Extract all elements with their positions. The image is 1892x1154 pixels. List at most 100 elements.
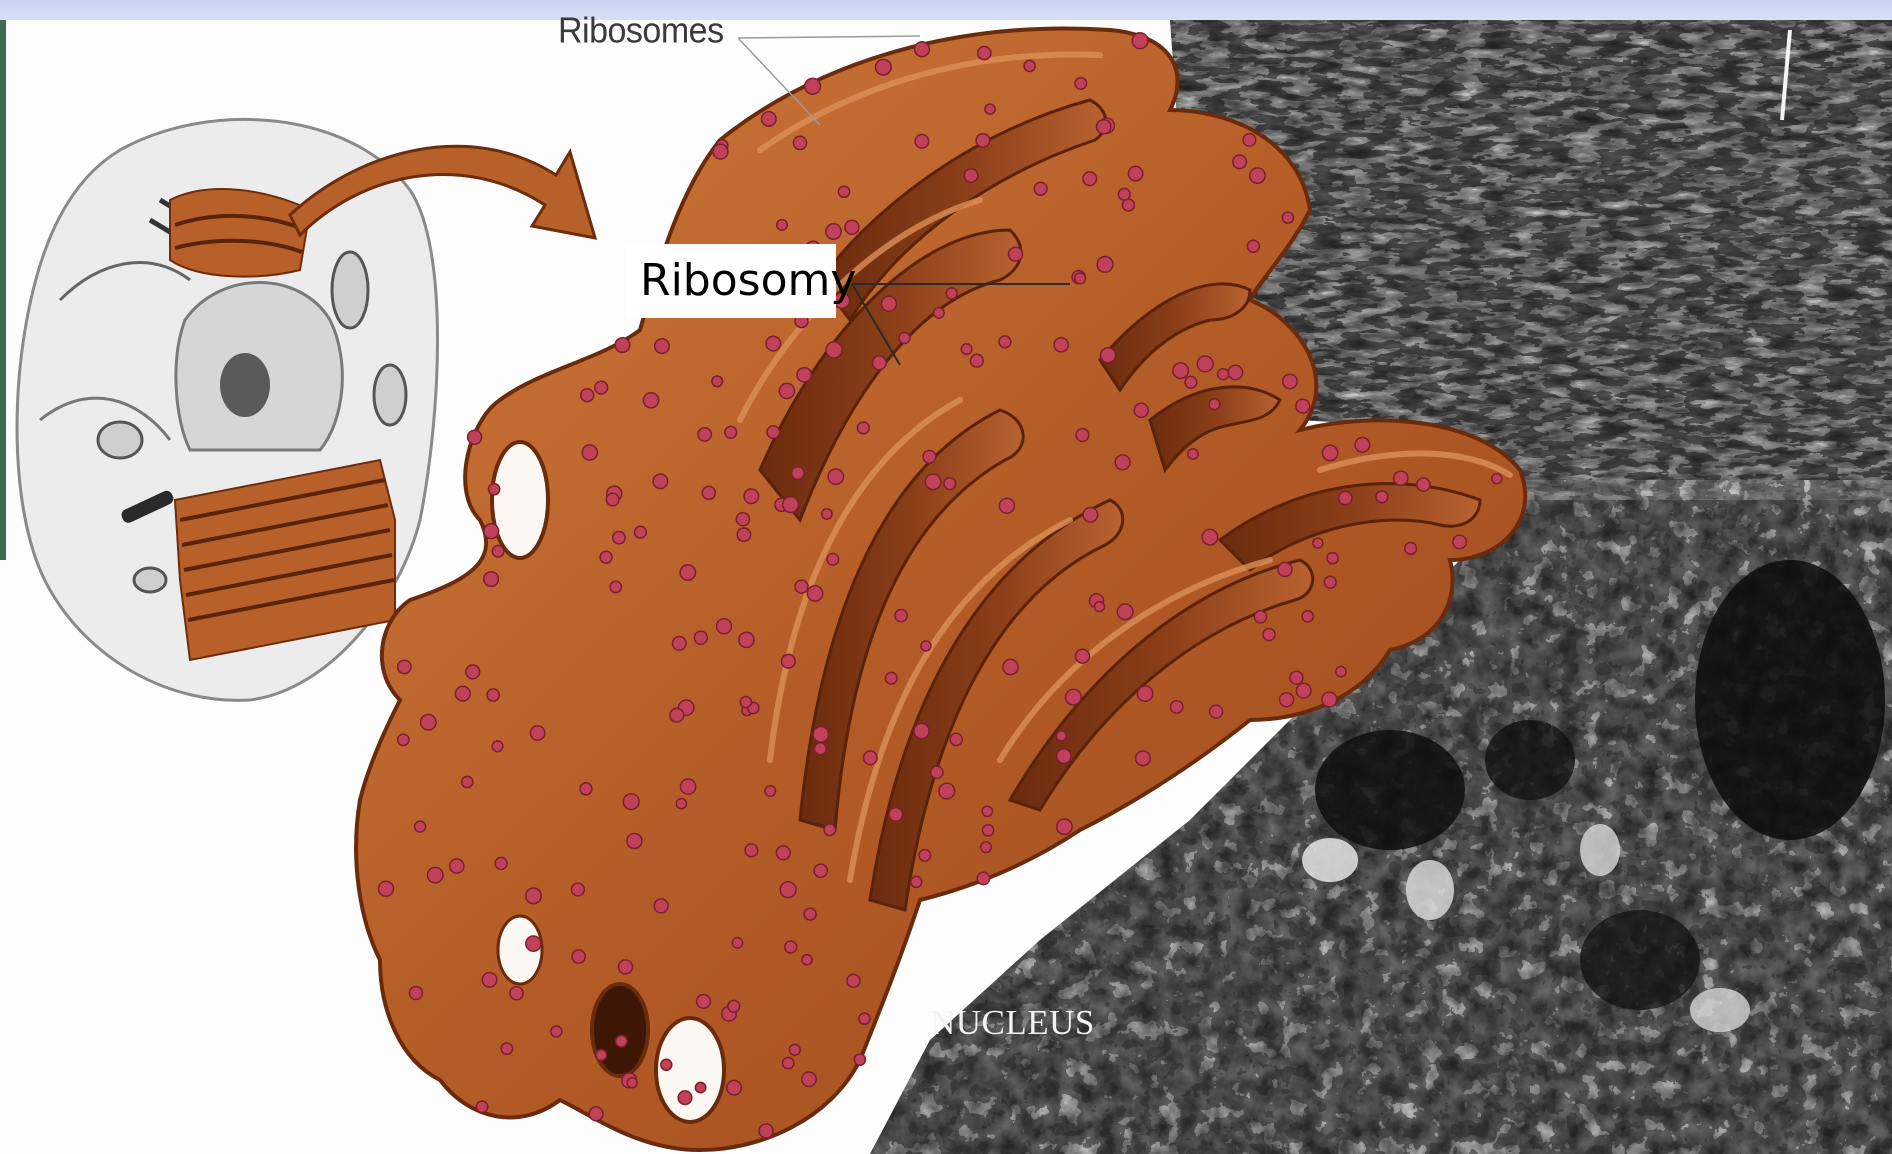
ribosome-dot [421, 715, 437, 731]
ribosome-dot [627, 834, 642, 849]
ribosome-dot [623, 794, 639, 810]
ribosome-dot [1283, 374, 1297, 388]
ribosome-dot [615, 338, 630, 353]
ribosome-dot [1137, 686, 1152, 701]
ribosome-dot [1492, 474, 1502, 484]
ribosome-dot [1188, 449, 1198, 459]
ribosome-dot [697, 995, 711, 1009]
ribosome-dot [681, 779, 696, 794]
ribosome-dot [1355, 438, 1370, 453]
ribosome-dot [780, 882, 796, 898]
ribosome-dot [694, 631, 707, 644]
ribosome-dot [978, 47, 991, 60]
ribosome-dot [807, 586, 822, 601]
ribosome-dot [1024, 60, 1035, 71]
ribosome-dot [695, 1082, 705, 1092]
ribosome-dot [1233, 155, 1247, 169]
ribosome-dot [864, 751, 878, 765]
ribosome-dot [1247, 240, 1259, 252]
ribosome-dot [782, 654, 796, 668]
ribosome-dot [802, 955, 812, 965]
ribosome-dot [1197, 356, 1213, 372]
ribosome-dot [845, 220, 859, 234]
ribosome-dot [921, 641, 931, 651]
ribosome-dot [847, 974, 860, 987]
ribosome-dot [1075, 78, 1087, 90]
ribosome-dot [1066, 689, 1082, 705]
ribosome-dot [610, 581, 621, 592]
ribosome-dot [776, 846, 790, 860]
ribosome-dot [838, 186, 849, 197]
ribosome-dot [1336, 667, 1346, 677]
ribosome-dot [1254, 611, 1266, 623]
ribosome-dot [944, 478, 956, 490]
ribosome-dot [876, 59, 892, 75]
ribosome-dot [1394, 471, 1408, 485]
ribosome-dot [740, 697, 751, 708]
ribosome-dot [492, 741, 503, 752]
ribosome-dot [653, 474, 668, 489]
ribosome-dot [526, 936, 541, 951]
ribosome-dot [783, 1057, 794, 1068]
ribosome-dot [999, 336, 1011, 348]
ribosome-dot [415, 821, 426, 832]
ribosome-dot [970, 354, 983, 367]
ribosome-dot [1210, 705, 1223, 718]
ribosome-dot [680, 565, 695, 580]
ribosome-dot [450, 859, 464, 873]
ribosome-dot [739, 632, 754, 647]
ribosome-dot [1263, 629, 1275, 641]
ribosome-dot [805, 78, 821, 94]
ribosome-dot [859, 1013, 870, 1024]
ribosome-dot [795, 580, 808, 593]
ribosome-dot [379, 881, 394, 896]
ribosome-dot [914, 723, 929, 738]
ribosome-dot [698, 428, 711, 441]
ribosome-dot [398, 734, 409, 745]
ribosome-dot [725, 426, 737, 438]
ribosome-dot [1228, 365, 1242, 379]
ribosome-dot [824, 824, 836, 836]
ribosome-dot [1115, 455, 1130, 470]
ribosome-dot [779, 383, 794, 398]
ribosome-dot [857, 422, 869, 434]
ribosome-dot [596, 1050, 607, 1061]
ribosome-dot [1076, 429, 1089, 442]
ribosome-dot [678, 1091, 692, 1105]
ribosome-dot [961, 344, 972, 355]
ribosome-dot [1076, 649, 1090, 663]
ribosome-dot [923, 450, 936, 463]
ribosome-dot [915, 135, 929, 149]
ribosome-dot [946, 288, 957, 299]
ribosome-dot [462, 776, 473, 787]
ribosome-dot [1290, 671, 1303, 684]
ribosome-dot [466, 665, 480, 679]
ribosome-dot [981, 842, 992, 853]
ribosome-dot [713, 144, 728, 159]
ribosome-dot [676, 799, 686, 809]
ribosome-dot [983, 825, 994, 836]
ribosome-dot [1128, 166, 1142, 180]
ribosome-dot [759, 1124, 773, 1138]
ribosome-dot [1339, 491, 1352, 504]
ribosome-dot [1075, 273, 1086, 284]
ribosome-dot [915, 42, 930, 57]
ribosome-dot [582, 445, 597, 460]
ribosome-dot [635, 526, 647, 538]
ribosome-dot [1327, 553, 1338, 564]
ribosome-dot [792, 467, 804, 479]
ribosome-dot [895, 610, 907, 622]
ribosome-dot [409, 987, 422, 1000]
ribosome-dot [827, 554, 839, 566]
ribosome-dot [1009, 247, 1023, 261]
ribosome-dot [487, 689, 499, 701]
ribosome-dot [950, 733, 962, 745]
ribosome-dot [814, 743, 826, 755]
ribosome-dot [702, 486, 715, 499]
ribosome-dot [589, 1107, 603, 1121]
ribosome-dot [1185, 376, 1197, 388]
ribosome-dot [1313, 538, 1323, 548]
ribosome-dot [802, 1072, 816, 1086]
ribosome-dot [899, 333, 910, 344]
ribosome-dot [600, 551, 612, 563]
